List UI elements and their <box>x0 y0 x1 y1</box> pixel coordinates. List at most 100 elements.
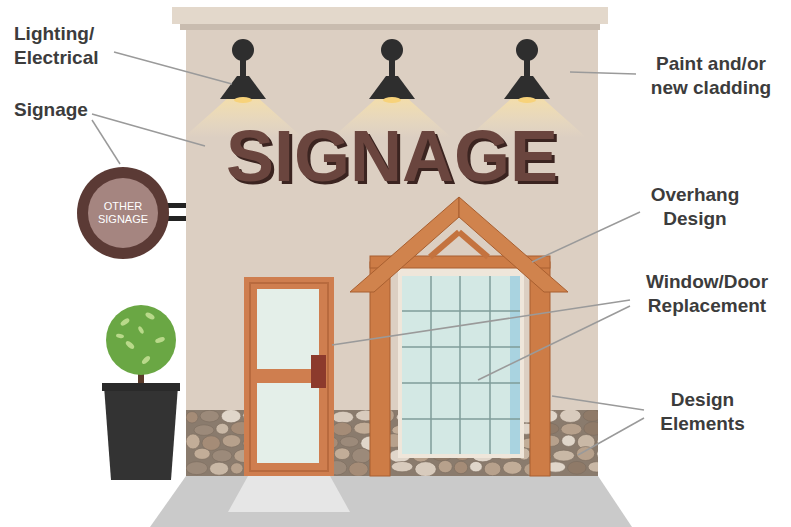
callout-label-box: Design Elements <box>645 388 760 436</box>
stone <box>194 425 214 436</box>
callout-label-box: Signage <box>14 98 134 122</box>
round-sign: OTHER SIGNAGE <box>77 167 169 259</box>
plant-leaf <box>125 340 136 350</box>
leader-line <box>570 72 636 74</box>
plant-leaf <box>154 336 165 344</box>
stone <box>584 422 598 436</box>
callout-label: Signage <box>14 98 134 122</box>
leader-line <box>114 52 232 84</box>
lamp-shade <box>504 76 550 99</box>
callout-label-box: Window/Door Replacement <box>632 270 782 318</box>
lamp-bulb <box>234 97 252 103</box>
overhang-rafter <box>350 197 459 292</box>
stone <box>484 462 501 476</box>
door-glass <box>257 383 319 463</box>
window-muntin <box>402 346 520 348</box>
leader-line <box>92 114 205 146</box>
plant-foliage <box>106 305 176 375</box>
window-muntin <box>430 276 432 454</box>
callout-label: Overhang Design <box>640 183 750 231</box>
plant-leaf <box>141 355 152 366</box>
leader-line <box>332 300 630 345</box>
stone <box>470 461 483 471</box>
window-frame <box>398 268 524 458</box>
stone <box>194 448 210 459</box>
door-handle <box>311 355 326 388</box>
callout-label: Paint and/or new cladding <box>636 52 786 100</box>
lamp-shade <box>220 76 266 99</box>
lamp-bulb <box>518 97 536 103</box>
sign-face <box>88 178 158 248</box>
leader-line <box>552 396 644 410</box>
door-panel <box>250 283 328 471</box>
callout-label: Window/Door Replacement <box>632 270 782 318</box>
plant-leaf <box>137 326 144 335</box>
stone <box>454 461 467 473</box>
stone <box>553 450 574 461</box>
callout-label: Lighting/ Electrical <box>14 22 134 70</box>
stone <box>415 462 436 476</box>
stone <box>438 460 452 472</box>
stone <box>562 435 576 446</box>
stone <box>200 410 219 422</box>
stone <box>186 462 208 475</box>
stone <box>583 410 598 421</box>
sign-bracket <box>166 216 186 221</box>
lamp-arm <box>524 50 530 80</box>
leader-line <box>578 418 644 455</box>
stone <box>349 462 368 476</box>
facade-wall <box>186 30 598 476</box>
stone <box>560 410 581 422</box>
overhang-rafter <box>459 197 568 292</box>
planter-rim <box>102 383 180 391</box>
sign-bracket <box>166 203 186 208</box>
stone <box>597 448 598 460</box>
stone <box>334 448 350 460</box>
window-muntin <box>489 276 491 454</box>
callout-label-box: Paint and/or new cladding <box>636 52 786 100</box>
callout-label: Design Elements <box>645 388 760 436</box>
window-muntin <box>459 276 461 454</box>
stone <box>186 434 200 449</box>
lamp-arm <box>240 50 246 80</box>
stone <box>340 437 359 447</box>
planter-pot <box>104 386 178 480</box>
cornice <box>172 7 608 24</box>
sign-text: OTHER SIGNAGE <box>93 200 153 226</box>
lamp-arm <box>389 50 395 80</box>
stone <box>352 448 371 463</box>
stone <box>332 411 353 423</box>
cornice-shadow <box>180 24 600 30</box>
window-muntin <box>402 382 520 384</box>
stone <box>186 412 198 423</box>
overhang-post <box>530 262 550 476</box>
door-mat <box>228 476 350 512</box>
stone <box>568 461 586 474</box>
stone <box>222 435 240 447</box>
stone <box>231 463 243 474</box>
window-muntin <box>402 310 520 312</box>
callout-label-box: Overhang Design <box>640 183 750 231</box>
sidewalk <box>150 476 632 527</box>
storefront-sign-text: SIGNAGE <box>226 120 558 192</box>
lamp-shade <box>369 76 415 99</box>
stone <box>561 423 582 435</box>
overhang-post <box>370 262 390 476</box>
callout-label-box: Lighting/ Electrical <box>14 22 134 70</box>
stone <box>216 423 229 434</box>
stone <box>221 410 241 423</box>
stone <box>210 462 229 475</box>
leader-line <box>92 120 120 164</box>
plant-leaf <box>116 333 125 338</box>
stone <box>391 461 413 471</box>
door-frame <box>244 277 334 476</box>
leader-line <box>532 212 640 262</box>
plant-leaf <box>144 311 155 320</box>
leader-line <box>478 306 630 380</box>
window-muntin <box>402 418 520 420</box>
lamp-bulb <box>383 97 401 103</box>
plant-leaf <box>119 317 130 327</box>
window-reflection <box>510 276 520 454</box>
